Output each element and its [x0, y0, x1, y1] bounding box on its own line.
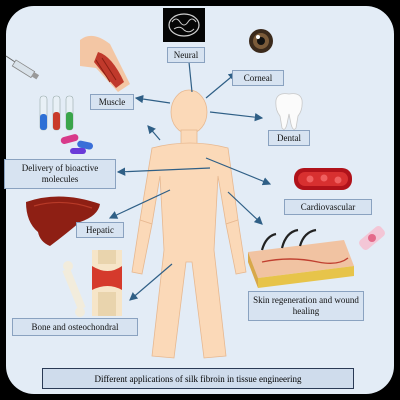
bone-icon	[62, 261, 86, 317]
arrow-delivery-2	[116, 167, 211, 176]
arrow-muscle	[134, 94, 171, 104]
syringe-icon	[5, 55, 40, 80]
brain-icon	[163, 8, 205, 42]
human-body-figure	[131, 89, 247, 359]
tooth-icon	[275, 93, 303, 130]
capsules-icon	[60, 134, 93, 154]
knee-joint-icon	[92, 250, 122, 316]
arrow-cardiovascular	[205, 157, 272, 186]
liver-icon	[26, 196, 100, 246]
label-hepatic: Hepatic	[76, 222, 124, 238]
test-tubes-icon	[39, 95, 74, 131]
label-cardiovascular: Cardiovascular	[284, 199, 372, 215]
muscle-arm-icon	[80, 35, 130, 92]
label-delivery: Delivery of bioactive molecules	[4, 159, 116, 189]
skin-layers-icon	[248, 228, 354, 288]
label-skin: Skin regeneration and wound healing	[248, 291, 364, 321]
wound-dressing-icon	[359, 226, 385, 250]
arrow-skin	[227, 191, 263, 225]
arrow-hepatic	[108, 189, 171, 219]
arrow-delivery	[147, 125, 161, 141]
label-muscle: Muscle	[90, 94, 134, 110]
blood-vessel-icon	[294, 168, 352, 190]
label-dental: Dental	[268, 130, 310, 146]
label-corneal: Corneal	[232, 70, 284, 86]
arrow-dental	[209, 111, 264, 122]
figure-caption: Different applications of silk fibroin i…	[42, 368, 354, 389]
label-bone: Bone and osteochondral	[12, 318, 138, 336]
arrow-bone	[129, 263, 173, 301]
eye-icon	[249, 29, 273, 53]
arrow-corneal	[205, 72, 237, 99]
label-neural: Neural	[167, 47, 205, 63]
